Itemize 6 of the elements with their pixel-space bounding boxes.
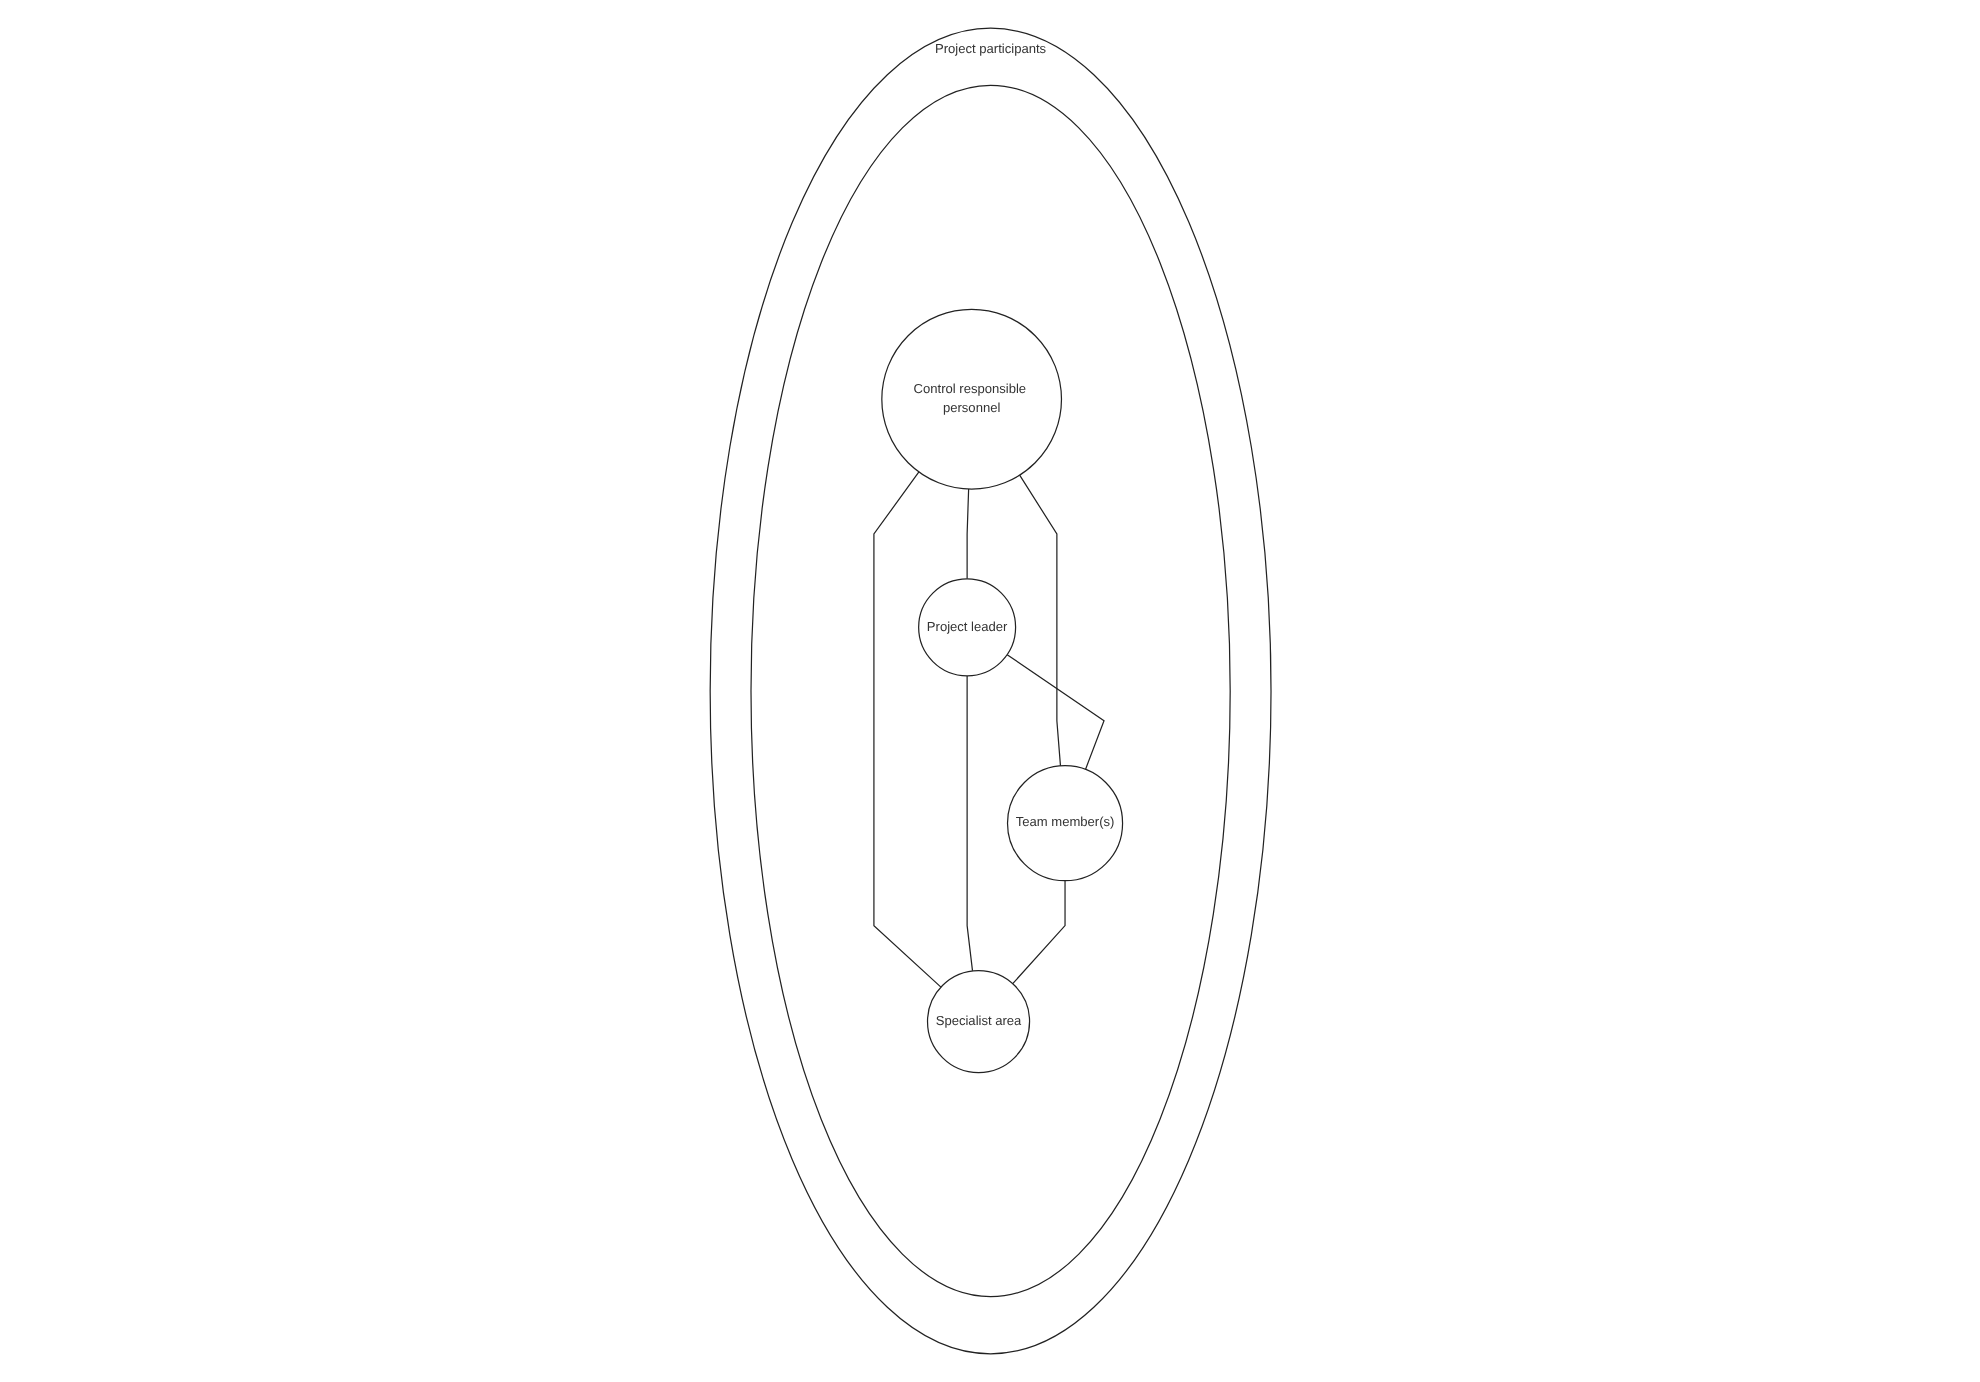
- connector: [965, 675, 973, 972]
- connector: [872, 471, 941, 988]
- connector: [1018, 474, 1061, 767]
- connector: [1005, 654, 1105, 770]
- connector: [1011, 880, 1066, 985]
- connector: [965, 488, 969, 580]
